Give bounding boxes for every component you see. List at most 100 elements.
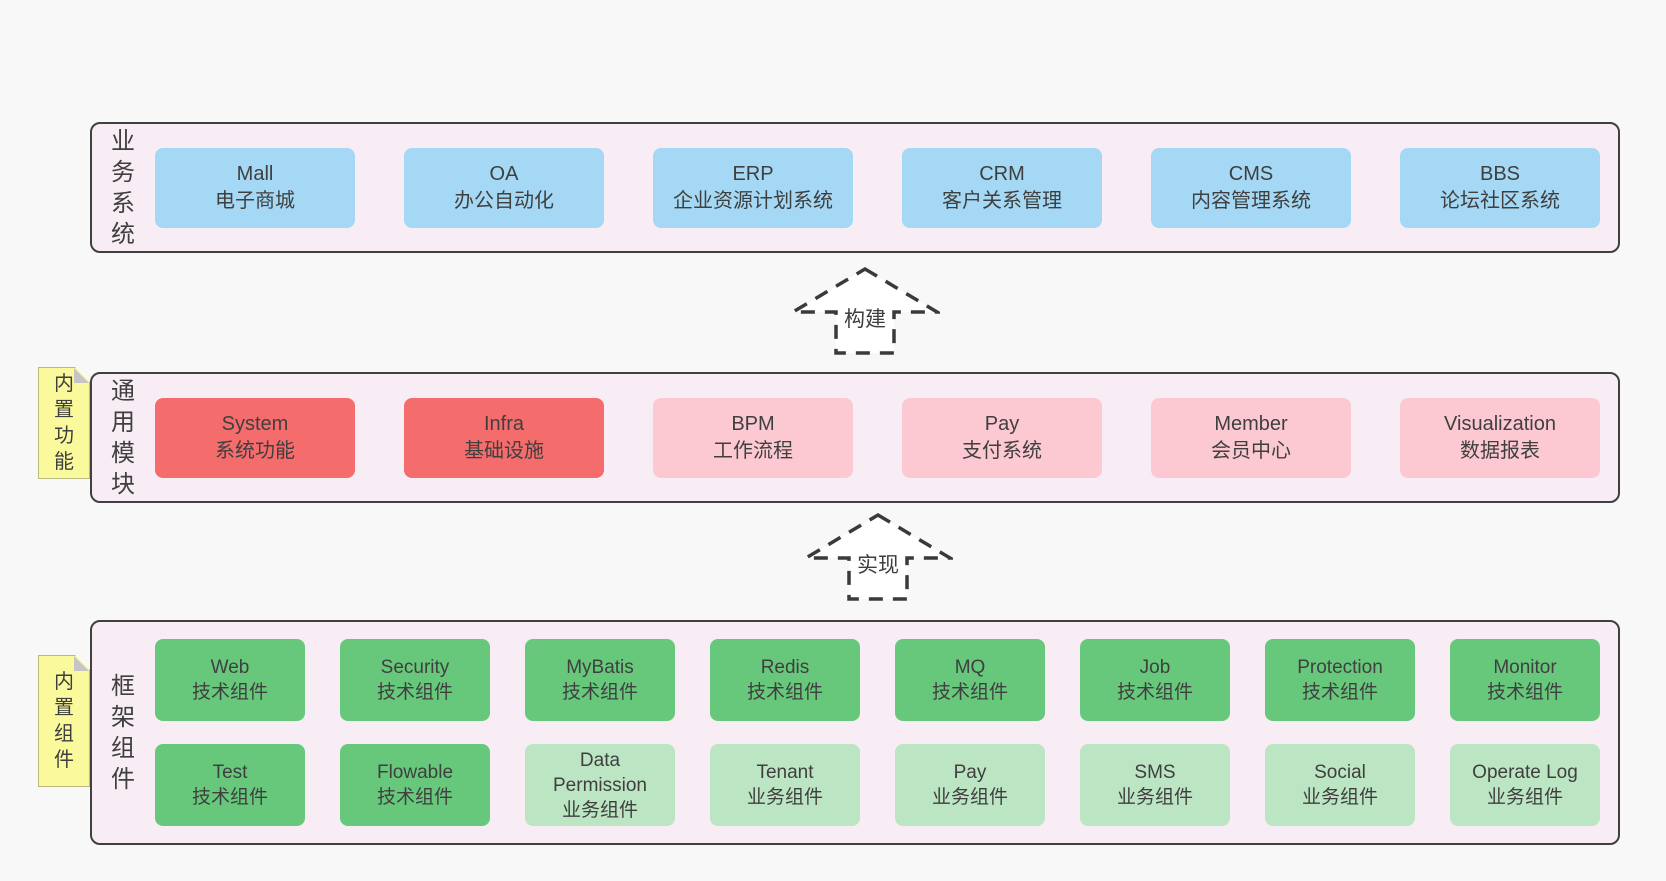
sticky-note-built-in-components: 内置组件 — [38, 655, 90, 787]
box-protection: Protection 技术组件 — [1265, 639, 1415, 721]
box-title: Pay — [953, 762, 987, 783]
box-title: Protection — [1297, 657, 1383, 678]
box-data-permission: Data Permission 业务组件 — [525, 744, 675, 826]
sticky-note-built-in-features: 内置功能 — [38, 367, 90, 479]
box-subtitle: 技术组件 — [931, 682, 1008, 703]
box-subtitle: 基础设施 — [464, 439, 544, 462]
box-subtitle: 业务组件 — [1301, 787, 1378, 808]
box-sms: SMS 业务组件 — [1080, 744, 1230, 826]
box-erp: ERP 企业资源计划系统 — [653, 147, 853, 228]
box-title: CRM — [979, 162, 1025, 185]
box-member: Member 会员中心 — [1151, 397, 1351, 478]
box-bbs: BBS 论坛社区系统 — [1400, 147, 1600, 228]
components-box-grid: Web 技术组件 Security 技术组件 MyBatis 技术组件 Redi… — [155, 639, 1600, 826]
components-row-2: Test 技术组件 Flowable 技术组件 Data Permission … — [155, 744, 1600, 826]
box-title: Infra — [483, 412, 525, 435]
box-security: Security 技术组件 — [340, 639, 490, 721]
box-subtitle: 内容管理系统 — [1191, 189, 1311, 212]
box-subtitle: 技术组件 — [561, 682, 638, 703]
box-title: Operate Log — [1472, 762, 1578, 783]
box-pay-business: Pay 业务组件 — [895, 744, 1045, 826]
box-subtitle: 客户关系管理 — [942, 189, 1062, 212]
box-title: Test — [212, 762, 248, 783]
box-title: ERP — [732, 162, 774, 185]
box-subtitle: 业务组件 — [931, 787, 1008, 808]
box-web: Web 技术组件 — [155, 639, 305, 721]
box-title: Visualization — [1444, 412, 1556, 435]
box-subtitle: 技术组件 — [1116, 682, 1193, 703]
box-title: Security — [380, 657, 450, 678]
box-subtitle: 办公自动化 — [454, 189, 554, 212]
folded-corner-icon — [74, 368, 89, 383]
box-subtitle: 企业资源计划系统 — [673, 189, 833, 212]
implement-arrow: 实现 — [803, 512, 953, 602]
box-crm: CRM 客户关系管理 — [902, 147, 1102, 228]
sticky-note-text: 内置功能 — [54, 373, 74, 473]
box-visualization: Visualization 数据报表 — [1400, 397, 1600, 478]
panel-label-framework-components: 框架组件 — [111, 672, 135, 793]
box-subtitle: 技术组件 — [191, 682, 268, 703]
sticky-note-text: 内置组件 — [54, 671, 74, 771]
box-operate-log: Operate Log 业务组件 — [1450, 744, 1600, 826]
business-box-strip: Mall 电子商城 OA 办公自动化 ERP 企业资源计划系统 CRM 客户关系… — [155, 147, 1600, 228]
box-title: MQ — [954, 657, 986, 678]
box-mybatis: MyBatis 技术组件 — [525, 639, 675, 721]
components-row-1: Web 技术组件 Security 技术组件 MyBatis 技术组件 Redi… — [155, 639, 1600, 721]
box-social: Social 业务组件 — [1265, 744, 1415, 826]
panel-label-common-modules: 通用模块 — [111, 377, 135, 498]
box-subtitle: 论坛社区系统 — [1440, 189, 1560, 212]
box-title: OA — [489, 162, 519, 185]
box-flowable: Flowable 技术组件 — [340, 744, 490, 826]
box-subtitle: 数据报表 — [1460, 439, 1540, 462]
business-systems-panel: 业务系统 Mall 电子商城 OA 办公自动化 ERP 企业资源计划系统 CRM… — [90, 122, 1620, 253]
box-title: Data Permission — [553, 749, 647, 796]
box-subtitle: 会员中心 — [1211, 439, 1291, 462]
box-subtitle: 业务组件 — [1116, 787, 1193, 808]
box-subtitle: 技术组件 — [1301, 682, 1378, 703]
box-tenant: Tenant 业务组件 — [710, 744, 860, 826]
box-title: BBS — [1479, 162, 1521, 185]
box-title: Web — [210, 657, 250, 678]
box-redis: Redis 技术组件 — [710, 639, 860, 721]
build-arrow-label: 构建 — [841, 303, 889, 334]
box-subtitle: 技术组件 — [746, 682, 823, 703]
panel-label-business-systems: 业务系统 — [111, 127, 135, 248]
box-subtitle: 工作流程 — [713, 439, 793, 462]
framework-components-panel: 框架组件 Web 技术组件 Security 技术组件 MyBatis 技术组件… — [90, 620, 1620, 845]
box-subtitle: 技术组件 — [1486, 682, 1563, 703]
box-title: Flowable — [376, 762, 454, 783]
box-cms: CMS 内容管理系统 — [1151, 147, 1351, 228]
folded-corner-icon — [74, 656, 89, 671]
box-monitor: Monitor 技术组件 — [1450, 639, 1600, 721]
box-title: System — [221, 412, 289, 435]
box-title: Mall — [236, 162, 274, 185]
modules-box-strip: System 系统功能 Infra 基础设施 BPM 工作流程 Pay 支付系统… — [155, 397, 1600, 478]
box-title: BPM — [731, 412, 775, 435]
box-title: MyBatis — [566, 657, 634, 678]
box-subtitle: 业务组件 — [1486, 787, 1563, 808]
box-test: Test 技术组件 — [155, 744, 305, 826]
box-subtitle: 电子商城 — [215, 189, 295, 212]
box-title: Monitor — [1493, 657, 1557, 678]
implement-arrow-label: 实现 — [854, 549, 902, 580]
box-title: CMS — [1228, 162, 1274, 185]
box-bpm: BPM 工作流程 — [653, 397, 853, 478]
box-title: Member — [1214, 412, 1288, 435]
box-subtitle: 业务组件 — [746, 787, 823, 808]
box-system: System 系统功能 — [155, 397, 355, 478]
box-infra: Infra 基础设施 — [404, 397, 604, 478]
box-subtitle: 系统功能 — [215, 439, 295, 462]
box-subtitle: 技术组件 — [191, 787, 268, 808]
common-modules-panel: 通用模块 System 系统功能 Infra 基础设施 BPM 工作流程 Pay… — [90, 372, 1620, 503]
box-subtitle: 技术组件 — [376, 682, 453, 703]
box-title: Redis — [760, 657, 810, 678]
build-arrow: 构建 — [790, 266, 940, 356]
box-mall: Mall 电子商城 — [155, 147, 355, 228]
box-oa: OA 办公自动化 — [404, 147, 604, 228]
box-title: SMS — [1134, 762, 1176, 783]
box-pay: Pay 支付系统 — [902, 397, 1102, 478]
box-mq: MQ 技术组件 — [895, 639, 1045, 721]
box-title: Job — [1139, 657, 1171, 678]
box-subtitle: 业务组件 — [561, 799, 638, 821]
